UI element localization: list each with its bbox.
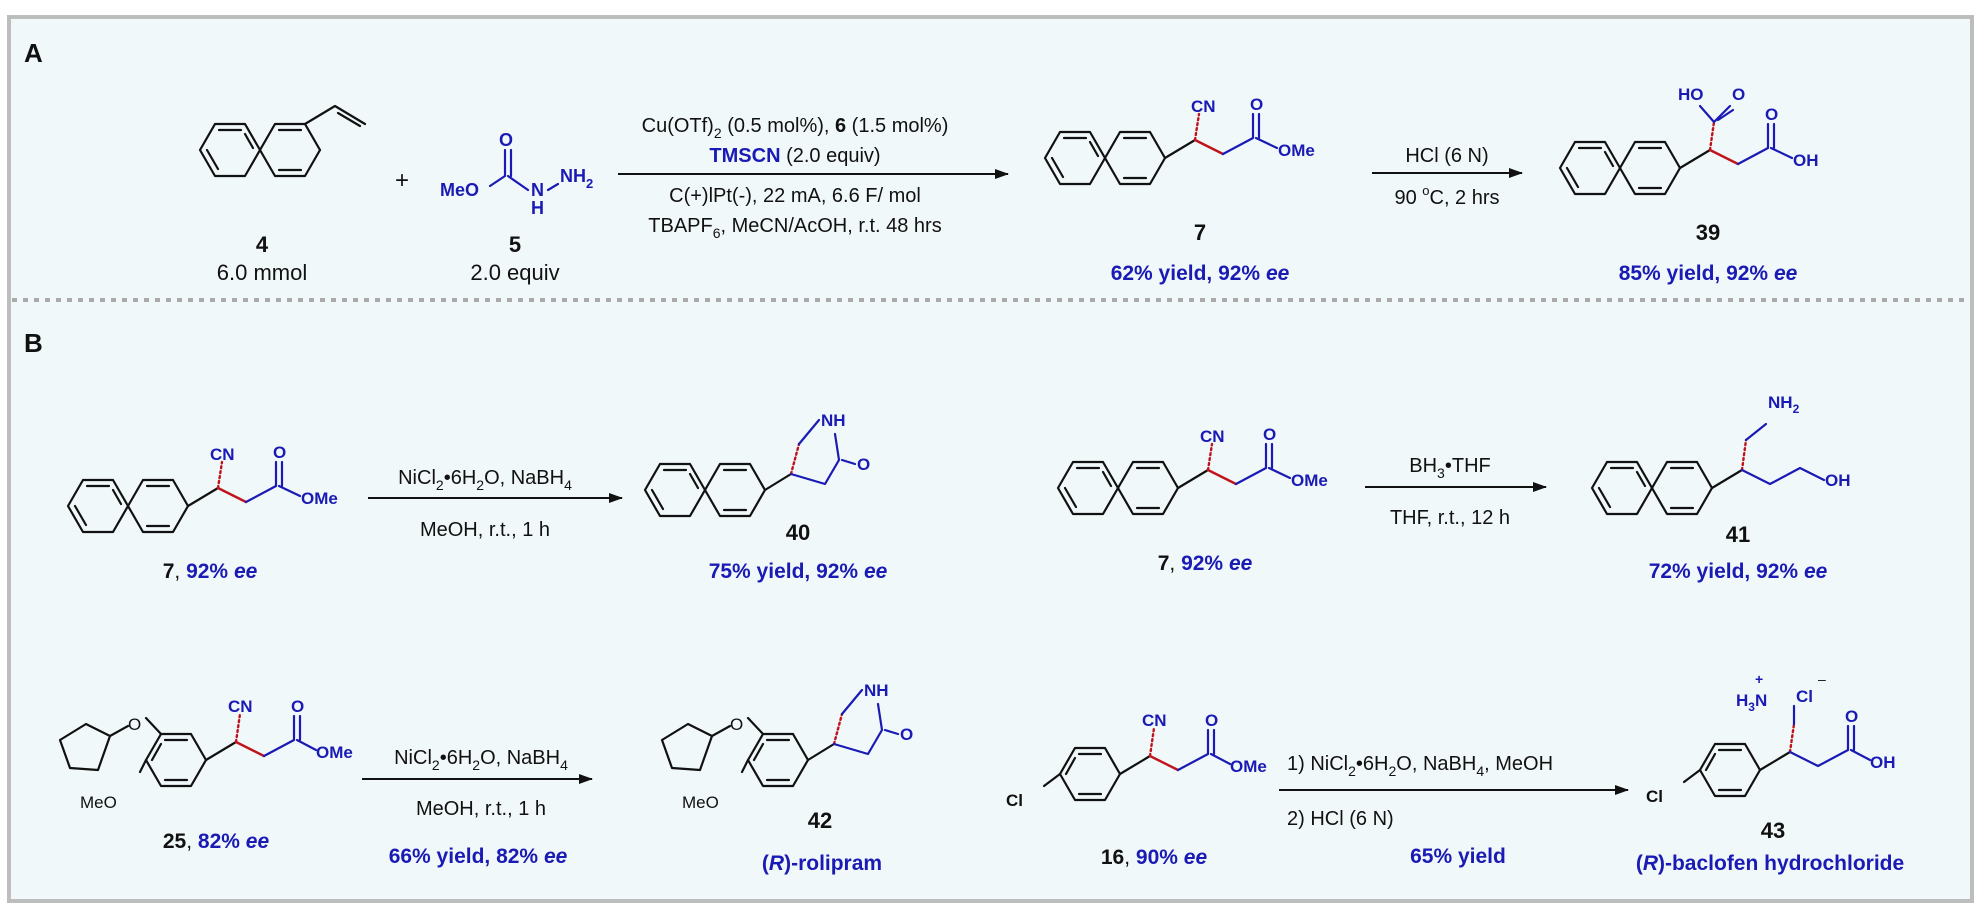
atom-o2: O [1765,105,1778,124]
atom-h3n: H3N [1736,691,1767,714]
b3-result: 66% yield, 82% ee [389,845,568,868]
b1-condition-line2: MeOH, r.t., 1 h [420,519,550,541]
atom-cl-counterion: Cl [1796,687,1813,706]
compound-7-id: 7 [1194,220,1206,245]
condition-1-line2: TMSCN (2.0 equiv) [709,145,880,167]
b4-condition-line1: 1) NiCl2•6H2O, NaBH4, MeOH [1287,753,1553,779]
atom-cn: CN [1191,97,1216,116]
b2-condition-line1: BH3•THF [1409,455,1490,481]
b2-start-label: 7, 92% ee [1158,552,1253,575]
atom-ome: OMe [301,489,338,508]
compound-5-structure: O MeO N H NH2 [440,130,593,218]
atom-ho: HO [1678,85,1704,104]
condition-1-line3: C(+)lPt(-), 22 mA, 6.6 F/ mol [669,185,921,207]
compound-43-name: (R)-baclofen hydrochloride [1636,852,1904,875]
atom-meo: MeO [440,180,479,200]
compound-41-id: 41 [1726,522,1750,547]
atom-o: O [900,725,913,744]
atom-nh2: NH2 [560,166,593,191]
compound-41-structure: NH2 OH [1590,393,1851,516]
atom-meo: MeO [80,793,117,812]
b4-condition-line2: 2) HCl (6 N) [1287,808,1394,830]
atom-ome: OMe [1230,757,1267,776]
atom-o: O [1263,425,1276,444]
atom-o: O [499,130,513,150]
atom-o: O [273,443,286,462]
atom-minus: – [1818,671,1826,687]
compound-40-result: 75% yield, 92% ee [709,560,888,583]
condition-1-line1: Cu(OTf)2 (0.5 mol%), 6 (1.5 mol%) [642,115,949,141]
compound-5-amount: 2.0 equiv [470,260,559,285]
compound-39-id: 39 [1696,220,1720,245]
compound-5-id: 5 [509,232,521,257]
atom-nh: NH [864,681,889,700]
compound-41-result: 72% yield, 92% ee [1649,560,1828,583]
b1-start-label: 7, 92% ee [163,560,258,583]
atom-o: O [1250,95,1263,114]
plus-sign: + [395,167,409,194]
atom-nh: NH [821,411,846,430]
atom-oh: OH [1793,151,1819,170]
atom-o: O [857,455,870,474]
b2-condition-line2: THF, r.t., 12 h [1390,507,1510,529]
atom-o: O [1205,711,1218,730]
compound-7-result: 62% yield, 92% ee [1111,262,1290,285]
b3-condition-line1: NiCl2•6H2O, NaBH4 [394,747,568,773]
condition-1-line4: TBAPF6, MeCN/AcOH, r.t. 48 hrs [648,215,941,241]
compound-43-id: 43 [1761,818,1785,843]
compound-16-structure: CN O OMe Cl [1006,711,1267,810]
atom-oh: OH [1825,471,1851,490]
atom-o-ether: O [128,715,141,734]
atom-o-ether: O [730,715,743,734]
atom-o: O [1732,85,1745,104]
b4-result: 65% yield [1410,845,1506,868]
compound-42-id: 42 [808,808,832,833]
b3-condition-line2: MeOH, r.t., 1 h [416,798,546,820]
atom-meo: MeO [682,793,719,812]
figure-frame [7,15,1974,903]
compound-42-name: (R)-rolipram [762,852,882,875]
compound-25-structure: CN O OMe O MeO [58,697,353,812]
atom-ome: OMe [1291,471,1328,490]
b4-start-label: 16, 90% ee [1101,846,1208,869]
atom-n: N [531,180,544,200]
b1-condition-line1: NiCl2•6H2O, NaBH4 [398,467,572,493]
condition-2-line2: 90 oC, 2 hrs [1394,183,1499,209]
atom-cn: CN [1142,711,1167,730]
b2-compound-7-structure: CN O OMe [1056,425,1328,516]
b3-start-label: 25, 82% ee [163,830,270,853]
compound-43-structure: H3N + Cl – O OH Cl [1646,671,1896,806]
compound-40-id: 40 [786,520,810,545]
panel-label-b: B [24,328,43,358]
atom-plus: + [1755,671,1763,687]
atom-cn: CN [228,697,253,716]
atom-o: O [291,697,304,716]
condition-2-line1: HCl (6 N) [1405,145,1488,167]
atom-nh2: NH2 [1768,393,1800,416]
compound-39-result: 85% yield, 92% ee [1619,262,1798,285]
atom-ome: OMe [1278,141,1315,160]
atom-oh: OH [1870,753,1896,772]
panel-label-a: A [24,38,43,68]
atom-cl: Cl [1006,791,1023,810]
atom-cn: CN [210,445,235,464]
atom-o: O [1845,707,1858,726]
atom-ome: OMe [316,743,353,762]
compound-39-structure: HO O O OH [1558,85,1819,196]
compound-4-amount: 6.0 mmol [217,260,307,285]
atom-cl: Cl [1646,787,1663,806]
compound-4-structure [198,104,367,178]
compound-4-id: 4 [256,232,269,257]
b1-compound-7-structure: CN O OMe [66,443,338,534]
atom-cn: CN [1200,427,1225,446]
atom-h: H [531,198,544,218]
compound-42-structure: NH O O MeO [660,681,913,812]
compound-7-structure: CN O OMe [1043,95,1315,186]
compound-40-structure: NH O [643,411,870,518]
